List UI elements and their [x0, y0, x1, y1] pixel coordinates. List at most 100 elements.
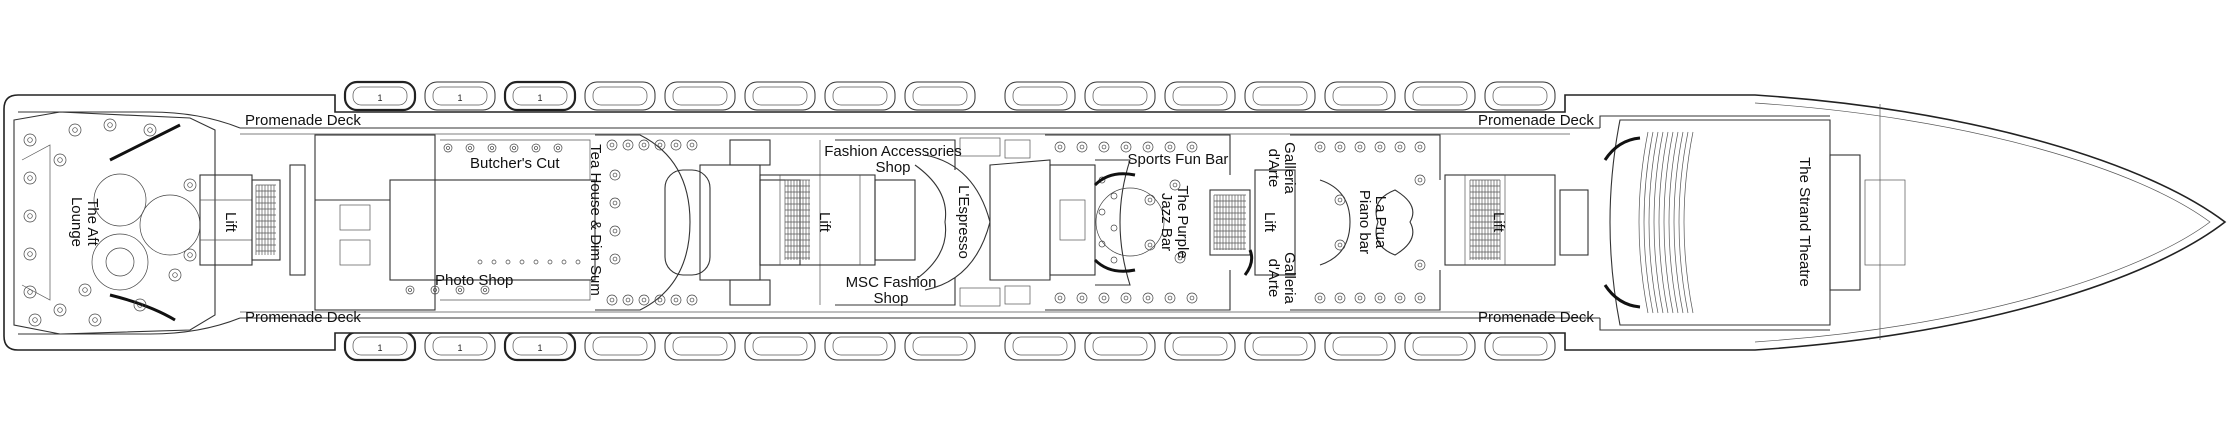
- table: [103, 118, 117, 132]
- lift-2-block: [759, 164, 947, 281]
- table: [1374, 141, 1386, 153]
- lifeboat-canopy: [912, 86, 968, 106]
- seat: [1110, 224, 1118, 232]
- table: [405, 285, 415, 295]
- lifeboat-hull: [904, 331, 976, 361]
- strand-theatre-block: [1603, 119, 1906, 326]
- lifeboat-canopy: [1332, 86, 1388, 106]
- table-top: [490, 146, 494, 150]
- table-top: [1377, 144, 1383, 150]
- lifeboat-canopy: [1012, 336, 1068, 356]
- table-top: [1145, 295, 1151, 301]
- lifeboat: [904, 331, 976, 361]
- table-top: [1417, 177, 1423, 183]
- central-block: [989, 159, 1131, 286]
- lifeboat-canopy: [832, 336, 888, 356]
- table: [1098, 141, 1110, 153]
- lifeboat-hull: [1004, 331, 1076, 361]
- lifeboat-number: 1: [537, 343, 542, 353]
- fashion-accessories-label-line2: Shop: [875, 159, 910, 176]
- table-top: [1167, 295, 1173, 301]
- table-top: [689, 297, 695, 303]
- table: [1354, 292, 1366, 304]
- table: [509, 143, 519, 153]
- lift-3-label: Lift: [1261, 212, 1278, 233]
- table: [23, 285, 37, 299]
- table-top: [1101, 295, 1107, 301]
- table-top: [1357, 295, 1363, 301]
- lifeboat-canopy: [912, 336, 968, 356]
- lifeboat-hull: [503, 80, 577, 112]
- lifeboat: 1: [503, 80, 577, 112]
- table-top: [689, 142, 695, 148]
- table: [465, 143, 475, 153]
- lifeboat: [1004, 81, 1076, 111]
- table-top: [612, 200, 618, 206]
- table-top: [612, 228, 618, 234]
- lifeboat-canopy: [352, 336, 408, 356]
- espresso-label: L'Espresso: [955, 185, 972, 259]
- lifeboat: [1084, 331, 1156, 361]
- lifeboat-number: 1: [377, 93, 382, 103]
- table-top: [625, 142, 631, 148]
- photo-display: [533, 259, 539, 265]
- table-top: [483, 288, 487, 292]
- aft-lounge-label-line1: The Aft: [84, 198, 101, 246]
- table-top: [657, 297, 663, 303]
- table-top: [1167, 144, 1173, 150]
- lifeboat: 1: [503, 330, 577, 362]
- lifeboat: [1404, 331, 1476, 361]
- lifeboat-canopy: [512, 336, 568, 356]
- table: [1414, 292, 1426, 304]
- table: [609, 169, 621, 181]
- lifeboat: [584, 331, 656, 361]
- table: [609, 225, 621, 237]
- photo-display: [491, 259, 497, 265]
- table-top: [1147, 197, 1153, 203]
- table-top: [433, 288, 437, 292]
- table: [28, 313, 42, 327]
- photo-display: [575, 259, 581, 265]
- tea-house-label: Tea House & Dim Sum: [587, 144, 604, 296]
- lifeboat-hull: [1084, 331, 1156, 361]
- table: [430, 285, 440, 295]
- lifeboat-number: 1: [457, 93, 462, 103]
- theatre-row: [1643, 131, 1654, 314]
- lifeboat-canopy: [672, 336, 728, 356]
- jazz-bar-block: [1045, 134, 1231, 311]
- purple-jazz-label-line1: The Purple: [1174, 185, 1191, 258]
- table: [1186, 292, 1198, 304]
- lifeboat-hull: [1164, 81, 1236, 111]
- table-top: [512, 146, 516, 150]
- table: [654, 139, 666, 151]
- table-top: [57, 307, 63, 313]
- lifeboat-hull: [584, 331, 656, 361]
- table: [686, 139, 698, 151]
- table-top: [1317, 295, 1323, 301]
- table-top: [1337, 242, 1343, 248]
- table: [1164, 292, 1176, 304]
- lifeboat-canopy: [432, 336, 488, 356]
- table-top: [641, 297, 647, 303]
- table-top: [1079, 295, 1085, 301]
- table: [1314, 141, 1326, 153]
- piano-bar-block: [1290, 134, 1441, 311]
- table: [53, 153, 67, 167]
- seat: [1110, 192, 1118, 200]
- lifeboat-canopy: [1092, 86, 1148, 106]
- lifeboat: 1: [343, 80, 417, 112]
- table: [1334, 239, 1346, 251]
- lifeboat: [1084, 81, 1156, 111]
- table-top: [1123, 144, 1129, 150]
- table-top: [27, 175, 33, 181]
- lifeboat: [824, 81, 896, 111]
- table: [23, 171, 37, 185]
- promenade-deck-label-bottom-right: Promenade Deck: [1478, 309, 1594, 326]
- table: [23, 247, 37, 261]
- lifeboat: 1: [343, 330, 417, 362]
- table: [1414, 141, 1426, 153]
- table: [1174, 252, 1186, 264]
- lifeboat-hull: [664, 81, 736, 111]
- table-top: [27, 137, 33, 143]
